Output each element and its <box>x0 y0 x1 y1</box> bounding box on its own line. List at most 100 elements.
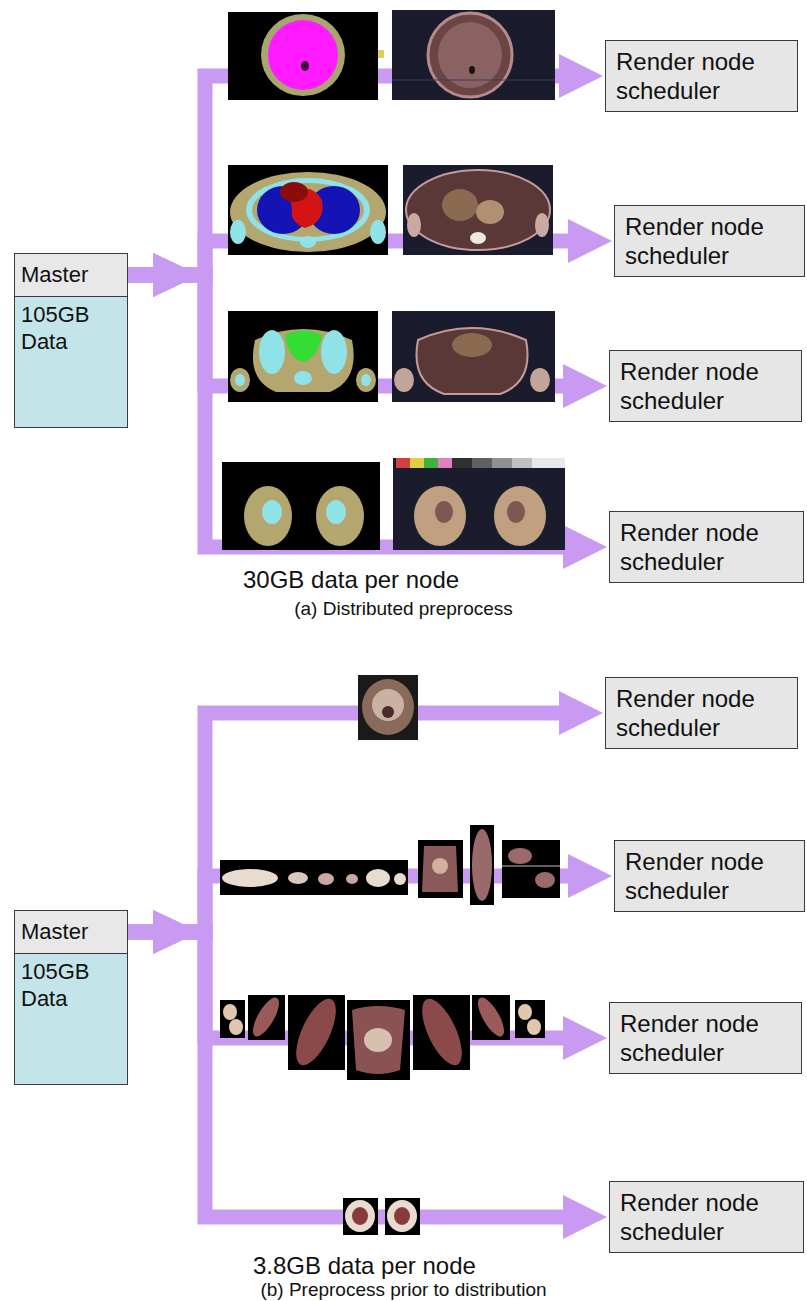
slice-shape <box>470 232 486 244</box>
slice-shape <box>472 458 492 468</box>
slice-shape <box>280 182 308 202</box>
slice-shape <box>347 1000 410 1080</box>
render-node-box: Render node scheduler <box>614 205 805 277</box>
slice-shape <box>470 825 494 905</box>
pipe-mid-arrowhead <box>153 910 199 954</box>
slice-shape <box>435 501 453 523</box>
slice-shape <box>502 866 560 867</box>
pipe-mid-arrowhead <box>153 910 199 954</box>
pipe-arrowhead <box>563 1016 607 1060</box>
slice-shape <box>406 170 550 250</box>
pipe-arrowhead <box>559 691 603 735</box>
pipe-mid-arrowhead <box>153 253 199 297</box>
slice-shape <box>394 368 414 392</box>
slice-shape <box>268 20 338 90</box>
slice-shape <box>223 1004 237 1020</box>
slice-shape <box>407 213 421 237</box>
node-title: Master <box>21 919 88 944</box>
slice-shape <box>382 706 394 718</box>
slice-shape <box>259 330 285 374</box>
master-data-body: 105GB Data <box>14 954 128 1085</box>
slice-shape <box>393 458 565 550</box>
master-node: Master105GB Data <box>14 253 128 428</box>
pipe-arrowhead <box>568 219 612 263</box>
slice-shape <box>508 848 532 864</box>
slice-shape <box>394 873 406 885</box>
render-node-box: Render node scheduler <box>605 40 798 112</box>
slice-shape <box>230 220 246 244</box>
pipe-arrowhead <box>568 854 612 898</box>
data-size-text: 105GB Data <box>21 958 101 1012</box>
slice-shape <box>261 14 345 96</box>
slice-shape <box>366 869 390 887</box>
slice-shape <box>262 500 282 524</box>
pipe-arrowhead <box>563 525 607 569</box>
slice-shape <box>512 458 532 468</box>
slice-shape <box>472 829 492 901</box>
slice-shape <box>392 311 555 402</box>
slice-shape <box>288 872 308 884</box>
slice-shape <box>392 80 555 81</box>
slice-shape <box>403 165 553 255</box>
slice-shape <box>235 374 245 386</box>
slice-shape <box>394 1207 410 1225</box>
slice-shape <box>252 183 364 237</box>
pipe-mid-arrowhead <box>153 910 199 954</box>
slice-shape <box>230 368 250 392</box>
panel-caption: (b) Preprocess prior to distribution <box>0 1279 807 1301</box>
master-header: Master <box>14 910 128 954</box>
node-title: Master <box>21 262 88 287</box>
slice-shape <box>515 1000 545 1038</box>
slice-shape <box>492 458 512 468</box>
slice-shape <box>452 333 492 357</box>
slice-shape <box>432 858 448 874</box>
slice-shape <box>364 1028 392 1052</box>
photo-pelvis-slice <box>392 311 555 402</box>
slice-shape <box>532 458 565 468</box>
pipe-line <box>128 76 561 275</box>
slice-shape <box>228 12 378 100</box>
slice-shape <box>222 869 278 887</box>
pipe-mid-arrowhead <box>153 253 199 297</box>
slice-shape <box>414 993 470 1070</box>
slice-shape <box>370 220 386 244</box>
pipe-line <box>128 932 565 1217</box>
slice-shape <box>220 860 408 895</box>
slice-shape <box>438 22 502 88</box>
render-node-text: Render node scheduler <box>620 518 793 576</box>
brick-limb-slices <box>220 825 560 905</box>
slice-shape <box>244 486 292 546</box>
slice-shape <box>229 1019 243 1035</box>
slice-shape <box>414 486 466 546</box>
slice-shape <box>518 1004 532 1020</box>
render-node-box: Render node scheduler <box>609 1002 802 1074</box>
pipe-mid-arrowhead <box>153 253 199 297</box>
slice-shape <box>220 1000 245 1038</box>
slice-shape <box>288 993 344 1070</box>
slice-shape <box>410 458 424 468</box>
slice-shape <box>358 675 418 740</box>
slice-shape <box>346 874 358 884</box>
segmented-leg-slice <box>222 462 380 550</box>
slice-shape <box>396 458 410 468</box>
slice-shape <box>248 994 284 1040</box>
pipe-line <box>128 713 561 932</box>
slice-shape <box>300 236 316 248</box>
segmented-head-slice <box>228 12 384 100</box>
pipe-arrowhead <box>563 364 607 408</box>
render-node-box: Render node scheduler <box>609 511 804 583</box>
data-pipe-arrow <box>128 910 607 1239</box>
photo-thorax-slice <box>403 165 553 255</box>
slice-shape <box>356 368 376 392</box>
brick-foot-slices <box>343 1198 420 1235</box>
slice-shape <box>507 501 525 523</box>
slice-shape <box>318 873 334 885</box>
slice-shape <box>473 994 509 1040</box>
slice-shape <box>228 165 388 255</box>
slice-shape <box>428 13 512 97</box>
slice-shape <box>352 1006 405 1074</box>
render-node-text: Render node scheduler <box>620 357 791 415</box>
slice-shape <box>362 679 414 735</box>
